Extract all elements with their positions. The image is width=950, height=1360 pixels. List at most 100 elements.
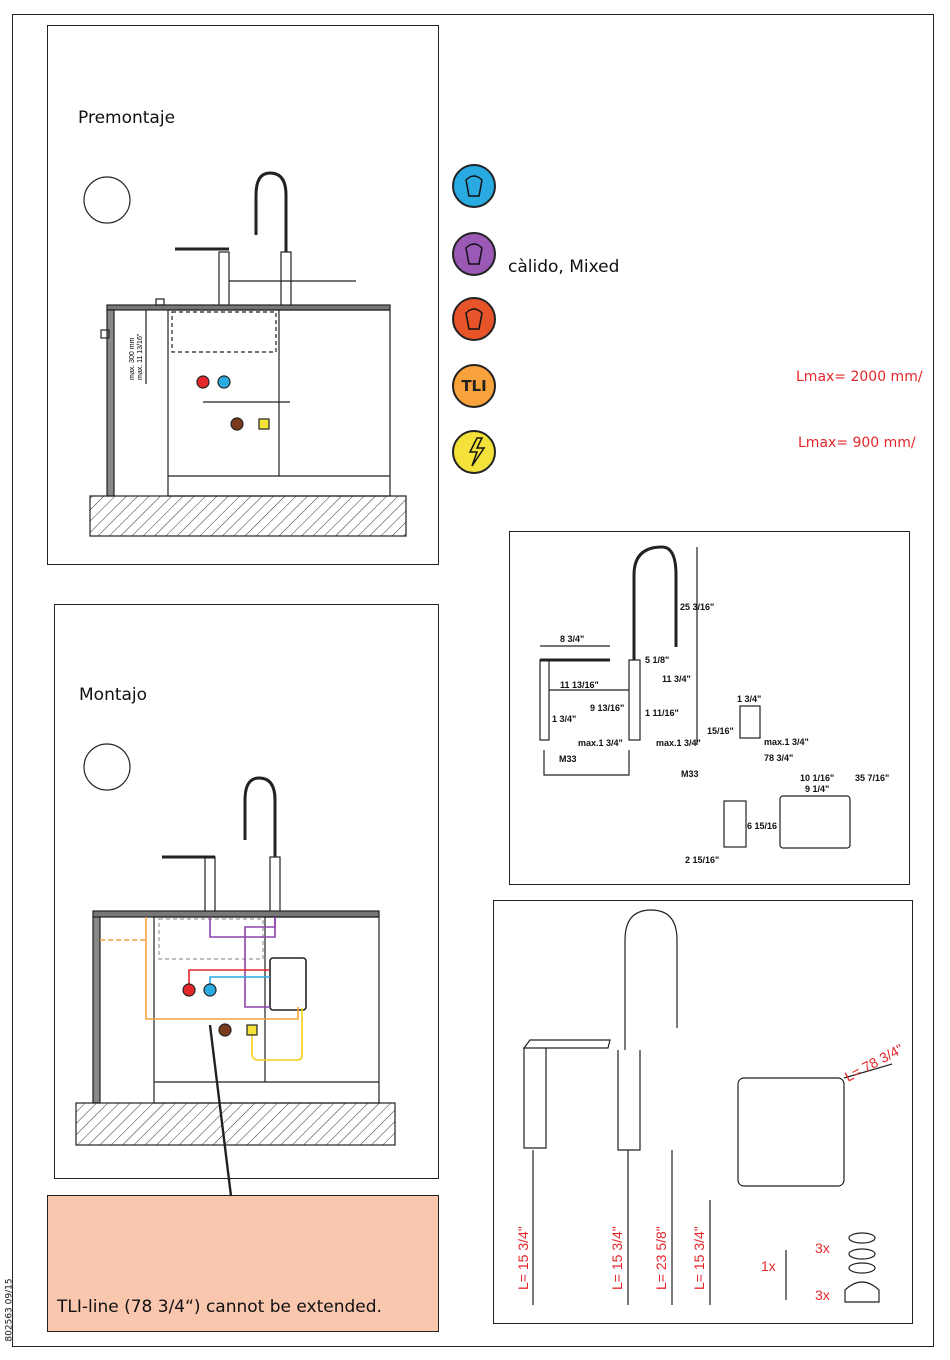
- qty-1x: 1x: [761, 1258, 776, 1274]
- premontaje-drawing: [83, 171, 407, 537]
- tli-lmax: Lmax= 2000 mm/: [796, 369, 923, 385]
- dim-faucet-body: [628, 659, 641, 741]
- faucet-gooseneck-2: [243, 776, 277, 857]
- parts-panel: [493, 900, 913, 1324]
- dimensions-panel: [509, 531, 910, 885]
- cold-valve: [217, 375, 231, 389]
- dim-spout-body: [539, 659, 550, 741]
- cabinet-body-2: [153, 916, 380, 1104]
- faucet-body-2: [269, 856, 281, 914]
- dim-label-6: 1 11/16": [645, 708, 679, 718]
- dim-label-4: 11 13/16": [560, 680, 599, 690]
- montajo-title: Montajo: [79, 685, 148, 705]
- dim-label-5: 9 13/16": [590, 703, 624, 713]
- montajo-panel: Montajo: [54, 604, 439, 1179]
- dim-hose: [543, 750, 630, 776]
- dim-label-11: M33: [681, 769, 699, 779]
- part-washer-1: [848, 1232, 876, 1244]
- faucet-gooseneck: [254, 171, 288, 252]
- dim-label-18: 9 1/4": [805, 784, 829, 794]
- spout-body-2: [204, 856, 216, 914]
- dim-label-13: 15/16": [707, 726, 734, 736]
- dim-small-box: [723, 800, 747, 848]
- control-box: [269, 957, 307, 1011]
- premontaje-title: Premontaje: [78, 108, 176, 128]
- height-label-in: max. 11 13/16": [137, 333, 144, 380]
- mixed-legend-text: càlido, Mixed: [508, 257, 620, 277]
- part-washer-2: [848, 1248, 876, 1260]
- dim-label-14: max.1 3/4": [764, 737, 809, 747]
- cabinet-side-2: [92, 916, 101, 1104]
- sink-outline-2: [158, 918, 264, 960]
- dim-label-3: 11 3/4": [662, 674, 691, 684]
- tli-line: [145, 917, 299, 1020]
- part-cable: [843, 1063, 893, 1079]
- note-pointer: [208, 1024, 233, 1197]
- sink-outline: [171, 311, 277, 353]
- dim-label-16: 10 1/16": [800, 773, 834, 783]
- warning-note: TLI-line (78 3/4“) cannot be extended.: [47, 1195, 439, 1332]
- outlet-brown-2: [218, 1023, 232, 1037]
- part-spout: [522, 1039, 611, 1149]
- hose-length-4: L= 15 3/4": [691, 1226, 707, 1290]
- cold-water-icon: [452, 164, 496, 208]
- outlet-yellow: [258, 418, 270, 430]
- note-text: TLI-line (78 3/4“) cannot be extended.: [57, 1297, 382, 1317]
- connector-side: [100, 329, 110, 339]
- spout-body: [218, 251, 230, 309]
- hose-length-3: L= 23 5/8": [653, 1226, 669, 1290]
- dimension-labels: 25 3/16" 8 3/4" 5 1/8" 11 3/4" 11 13/16"…: [552, 602, 889, 865]
- step-circle-2: [83, 743, 131, 791]
- hose-length-2: L= 15 3/4": [609, 1226, 625, 1290]
- connector-top: [155, 298, 165, 306]
- dim-label-15: 78 3/4": [764, 753, 793, 763]
- dim-label-1: 8 3/4": [560, 634, 584, 644]
- cold-spray-glyph: [465, 175, 483, 197]
- dim-mini-body: [739, 705, 761, 739]
- floor-slab-2: [75, 1102, 396, 1146]
- dim-label-12: 1 3/4": [737, 694, 761, 704]
- height-label-mm: max. 300 mm: [129, 337, 136, 380]
- outlet-brown: [230, 417, 244, 431]
- dimensions-drawing: [539, 545, 851, 849]
- part-nut: [844, 1281, 880, 1303]
- part-faucet: [617, 909, 678, 1151]
- cold-hose: [209, 976, 270, 989]
- hot-valve-2: [182, 983, 196, 997]
- countertop: [106, 304, 391, 311]
- legend-glyphs: [465, 175, 486, 467]
- tli-icon: TLI: [452, 364, 496, 408]
- countertop-2: [92, 910, 380, 918]
- cold-valve-2: [203, 983, 217, 997]
- dim-label-2: 5 1/8": [645, 655, 669, 665]
- dim-label-19: 6 15/16: [747, 821, 777, 831]
- dim-label-9: max.1 3/4": [656, 738, 701, 748]
- qty-3x-b: 3x: [815, 1287, 830, 1303]
- tli-icon-label: TLI: [461, 377, 487, 395]
- faucet-body: [280, 251, 292, 309]
- hose-length-1: L= 15 3/4": [515, 1226, 531, 1290]
- dim-faucet-gooseneck: [632, 545, 678, 660]
- mixed-hose-2: [244, 917, 276, 1008]
- dim-control-box: [779, 795, 851, 849]
- dim-label-20: 2 15/16": [685, 855, 719, 865]
- dim-label-10: M33: [559, 754, 577, 764]
- power-lmax: Lmax= 900 mm/: [798, 435, 916, 451]
- hot-spray-glyph: [465, 308, 483, 330]
- part-washer-3: [848, 1262, 876, 1274]
- cable-length: L= 78 3/4": [842, 1041, 906, 1085]
- montajo-drawing: [75, 743, 396, 1197]
- hot-water-icon: [452, 297, 496, 341]
- dim-label-8: max.1 3/4": [578, 738, 623, 748]
- parts-drawing: [522, 909, 893, 1305]
- hot-hose: [188, 969, 269, 989]
- page-frame: [12, 14, 934, 1347]
- dim-label-0: 25 3/16": [680, 602, 714, 612]
- step-circle-1: [83, 176, 131, 224]
- part-control-box: [737, 1077, 845, 1187]
- dim-label-7: 1 3/4": [552, 714, 576, 724]
- mixed-water-icon: [452, 232, 496, 276]
- qty-3x-a: 3x: [815, 1240, 830, 1256]
- mixed-spray-glyph: [465, 243, 483, 265]
- floor-slab: [89, 495, 407, 537]
